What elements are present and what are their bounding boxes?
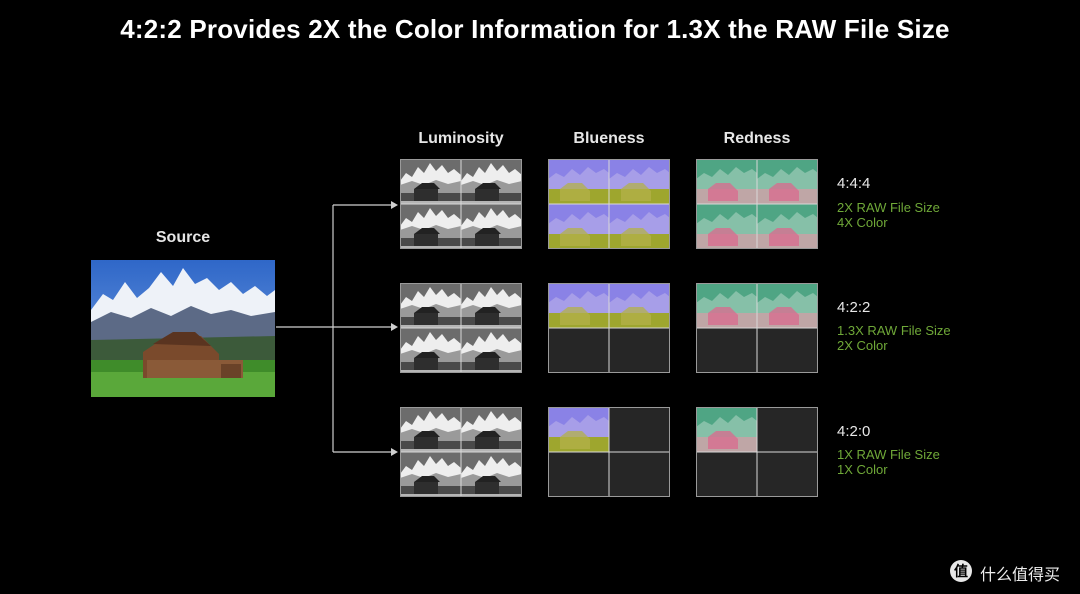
- color-label-422: 2X Color: [837, 338, 888, 353]
- watermark-logo-icon: 值: [950, 560, 972, 582]
- blueness-tile-420: [548, 407, 670, 497]
- file-size-label-422: 1.3X RAW File Size: [837, 323, 951, 338]
- luminosity-tile-420: [400, 407, 522, 497]
- luminosity-tile-444: [400, 159, 522, 249]
- redness-tile-422: [696, 283, 818, 373]
- redness-tile-420: [696, 407, 818, 497]
- color-label-444: 4X Color: [837, 215, 888, 230]
- blueness-tile-444: [548, 159, 670, 249]
- luminosity-tile-422: [400, 283, 522, 373]
- file-size-label-444: 2X RAW File Size: [837, 200, 940, 215]
- blueness-tile-422: [548, 283, 670, 373]
- color-label-420: 1X Color: [837, 462, 888, 477]
- redness-tile-444: [696, 159, 818, 249]
- mode-label-444: 4:4:4: [837, 175, 870, 192]
- watermark-text: 什么值得买: [980, 561, 1060, 585]
- file-size-label-420: 1X RAW File Size: [837, 447, 940, 462]
- mode-label-420: 4:2:0: [837, 423, 870, 440]
- mode-label-422: 4:2:2: [837, 299, 870, 316]
